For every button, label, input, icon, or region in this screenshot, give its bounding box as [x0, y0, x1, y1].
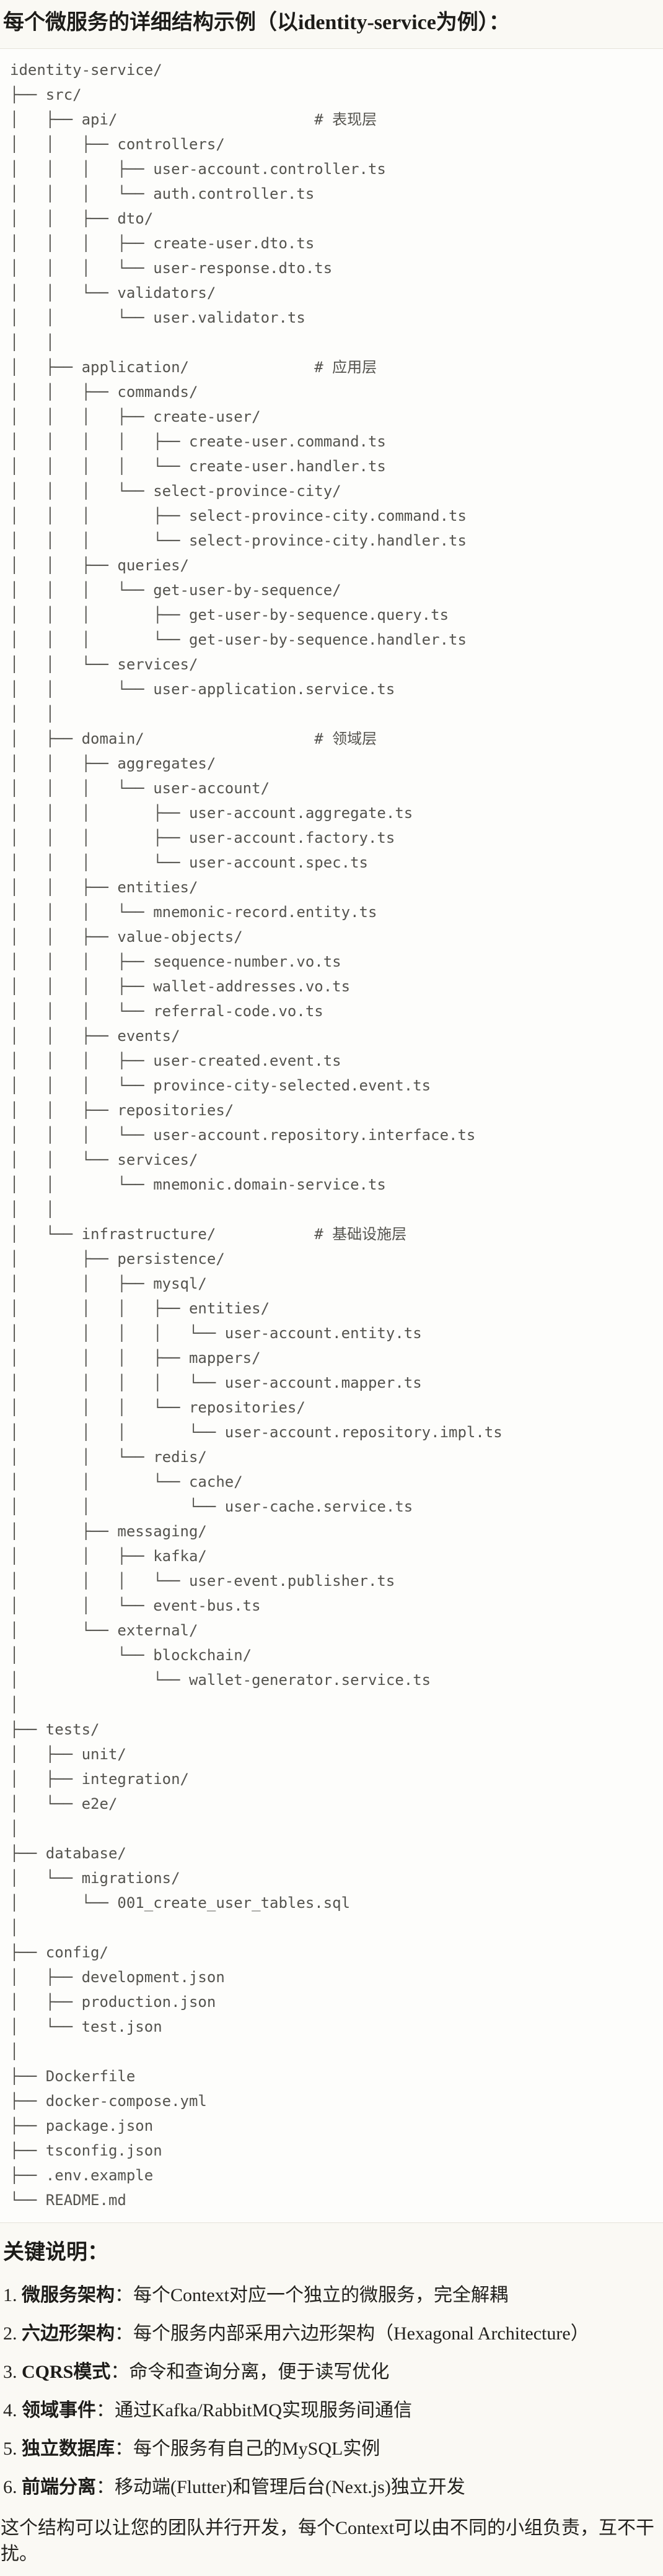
note-term: 微服务架构 [22, 2285, 115, 2306]
note-term: CQRS模式 [22, 2362, 111, 2383]
note-colon: ： [115, 2439, 133, 2460]
directory-tree: identity-service/ ├── src/ │ ├── api/ # … [10, 61, 503, 2209]
note-term: 领域事件 [22, 2400, 96, 2421]
note-colon: ： [115, 2285, 133, 2306]
note-desc: 每个服务内部采用六边形架构（Hexagonal Architecture） [133, 2323, 589, 2344]
note-item-cqrs: 3.CQRS模式：命令和查询分离，便于读写优化 [3, 2359, 658, 2385]
note-desc: 命令和查询分离，便于读写优化 [129, 2362, 390, 2383]
notes-list: 1.微服务架构：每个Context对应一个独立的微服务，完全解耦 2.六边形架构… [3, 2282, 658, 2500]
note-colon: ： [110, 2362, 130, 2383]
note-item-database: 5.独立数据库：每个服务有自己的MySQL实例 [3, 2436, 658, 2462]
note-desc: 每个Context对应一个独立的微服务，完全解耦 [133, 2285, 508, 2306]
note-number: 2. [3, 2323, 17, 2344]
note-number: 1. [3, 2285, 17, 2306]
note-desc: 每个服务有自己的MySQL实例 [133, 2439, 380, 2460]
note-number: 5. [3, 2439, 17, 2460]
note-term: 六边形架构 [22, 2323, 115, 2344]
note-term: 前端分离 [22, 2477, 96, 2498]
note-item-microservice: 1.微服务架构：每个Context对应一个独立的微服务，完全解耦 [3, 2282, 658, 2308]
note-item-domain-events: 4.领域事件：通过Kafka/RabbitMQ实现服务间通信 [3, 2398, 658, 2424]
note-number: 6. [3, 2477, 17, 2498]
note-term: 独立数据库 [22, 2439, 115, 2460]
note-number: 4. [3, 2400, 17, 2421]
note-colon: ： [115, 2323, 133, 2344]
page-title: 每个微服务的详细结构示例（以identity-service为例）： [3, 11, 510, 34]
note-desc: 通过Kafka/RabbitMQ实现服务间通信 [115, 2400, 412, 2421]
notes-heading: 关键说明： [3, 2240, 108, 2264]
note-colon: ： [96, 2477, 115, 2498]
note-desc: 移动端(Flutter)和管理后台(Next.js)独立开发 [115, 2477, 465, 2498]
code-block: identity-service/ ├── src/ │ ├── api/ # … [0, 48, 663, 2223]
note-item-frontend: 6.前端分离：移动端(Flutter)和管理后台(Next.js)独立开发 [3, 2474, 658, 2500]
note-number: 3. [3, 2362, 17, 2383]
note-colon: ： [96, 2400, 115, 2421]
note-item-hexagonal: 2.六边形架构：每个服务内部采用六边形架构（Hexagonal Architec… [3, 2321, 658, 2347]
closing-paragraph: 这个结构可以让您的团队并行开发，每个Context可以由不同的小组负责，互不干扰… [1, 2518, 654, 2565]
